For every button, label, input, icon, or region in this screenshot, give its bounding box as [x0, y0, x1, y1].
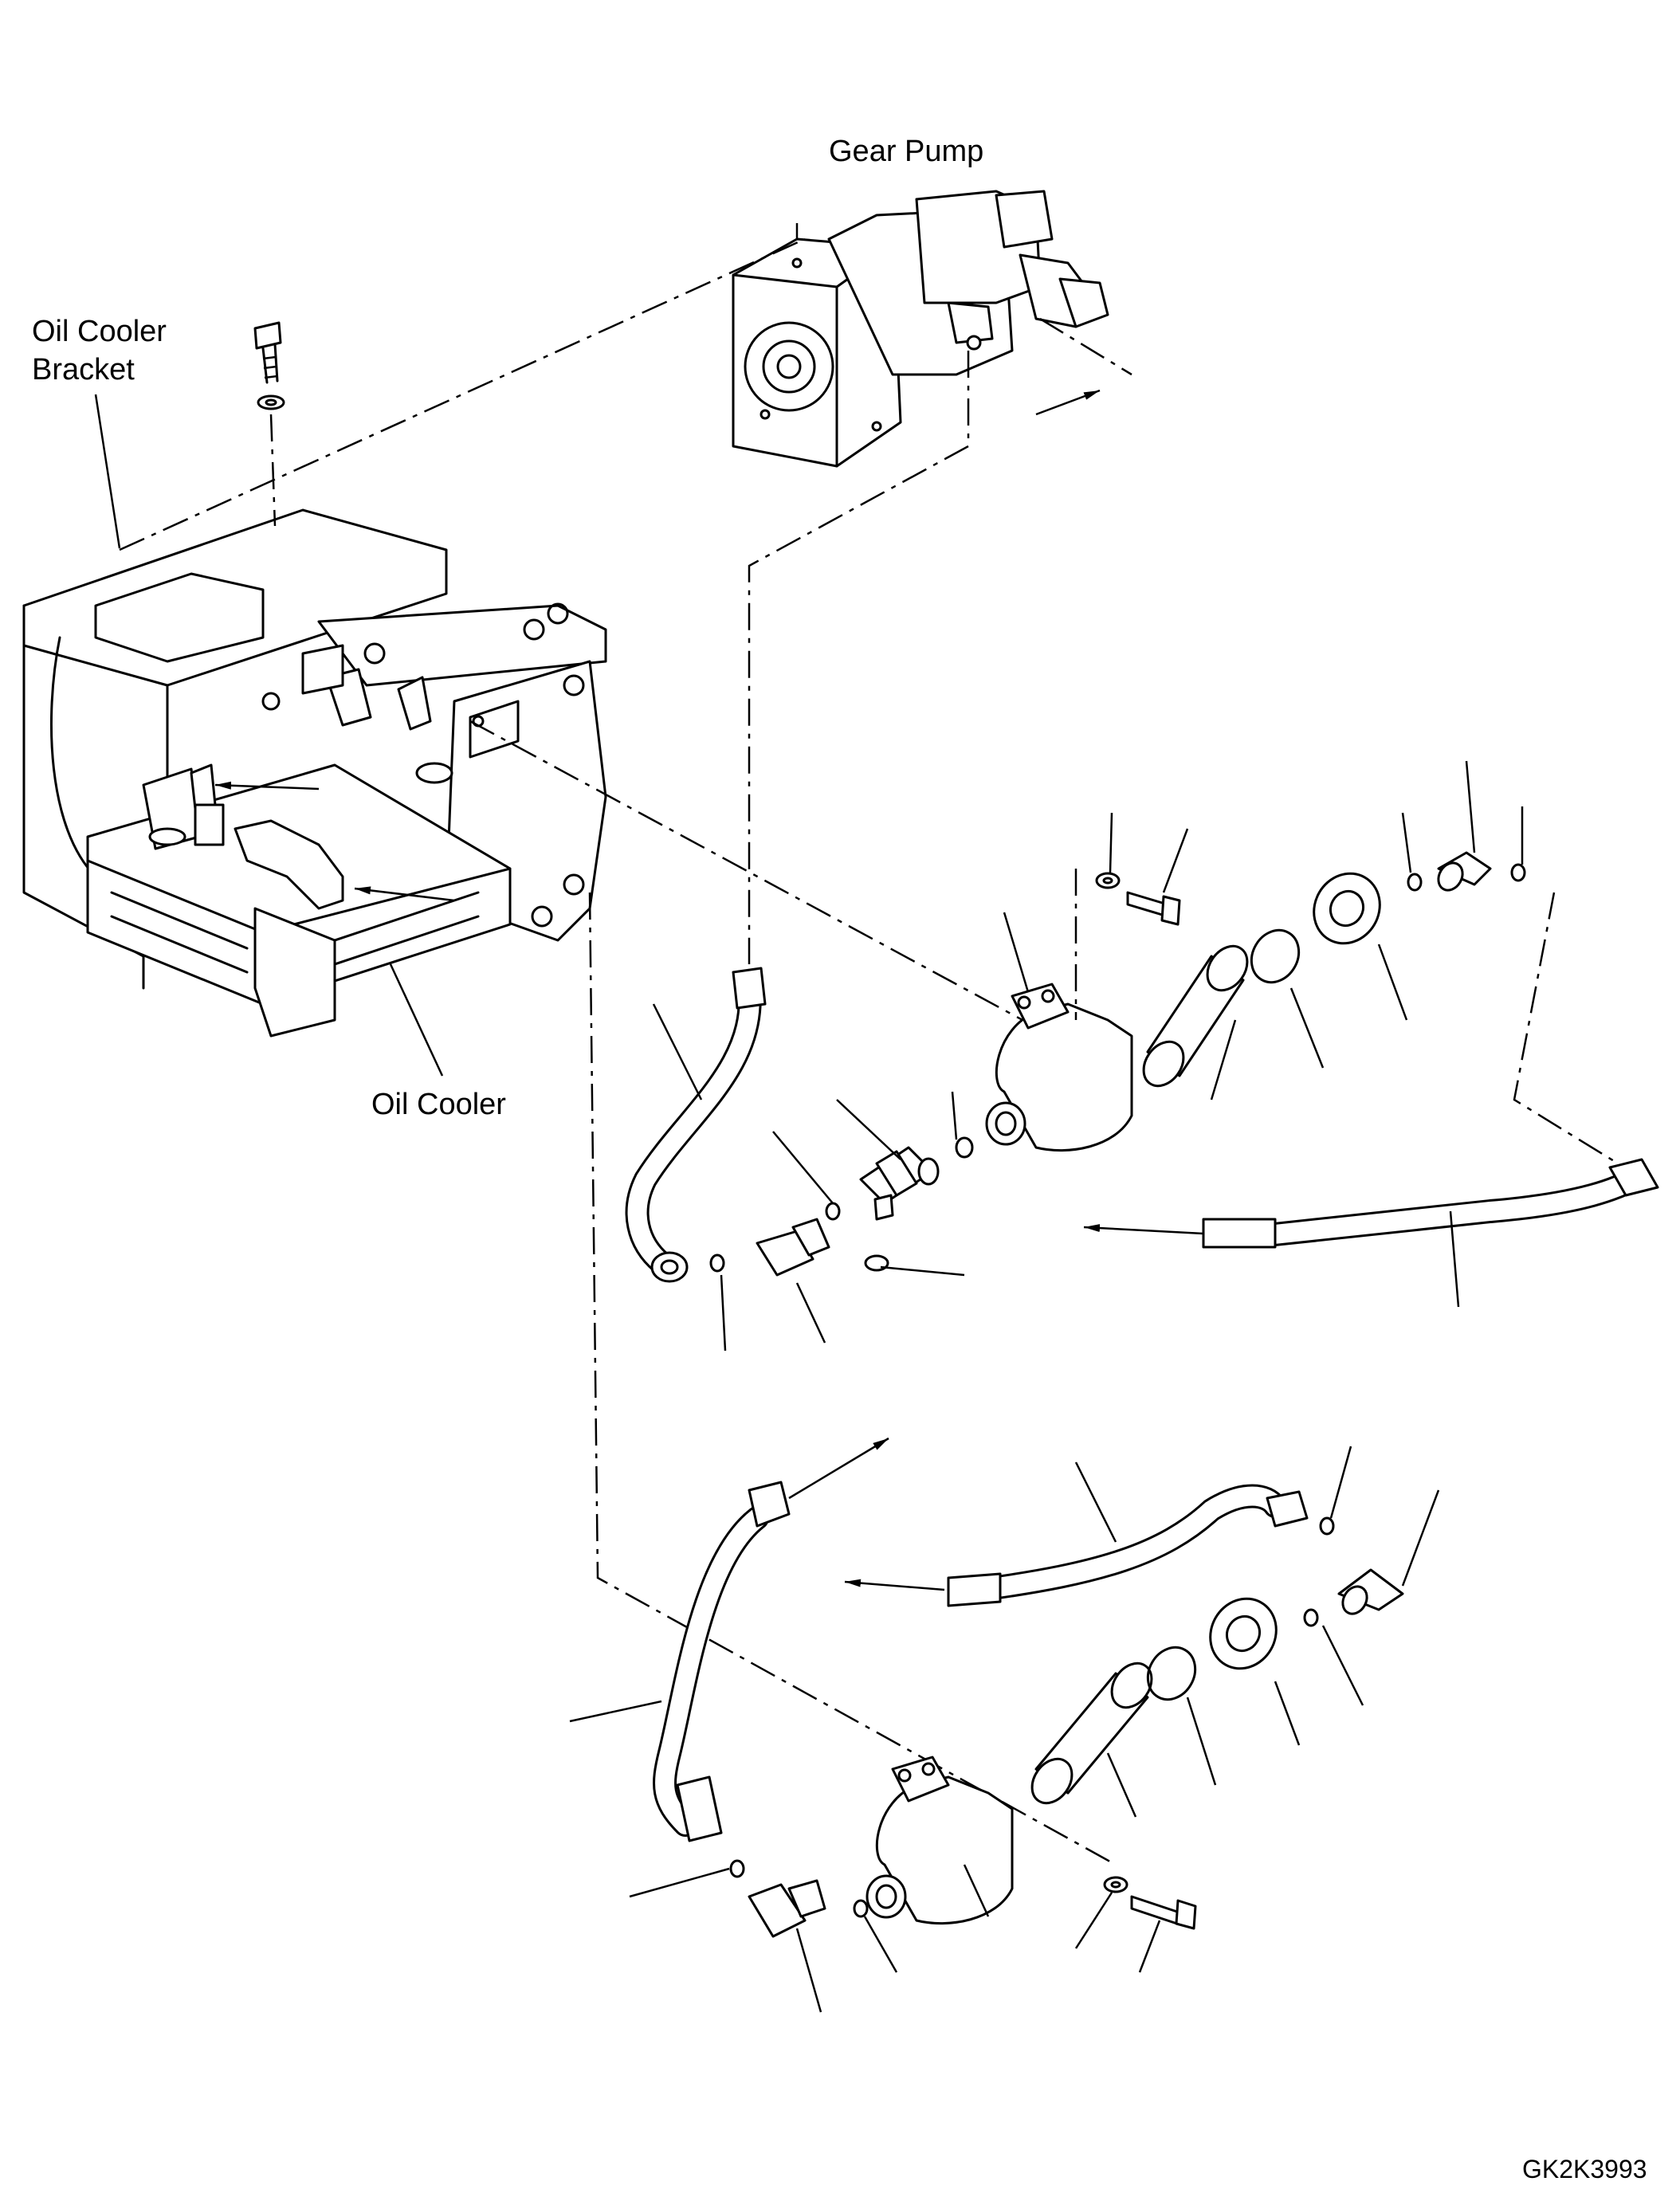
oil-cooler-bracket [22, 508, 607, 990]
upper-filter-assembly [625, 851, 1659, 1283]
bracket-bolt [253, 321, 285, 527]
gear-pump [732, 190, 1109, 468]
arrow-to-pump [1035, 389, 1101, 416]
arrow-lower-supply [788, 1437, 889, 1500]
lower-filter-assembly [653, 1481, 1404, 1938]
leader-lines [94, 394, 1524, 2013]
arrow-lower-return [844, 1579, 945, 1591]
gear-pump-label: Gear Pump [829, 135, 984, 168]
oil-cooler-bracket-label: Oil Cooler Bracket [32, 315, 167, 386]
arrow-upper-return [1083, 1224, 1204, 1235]
figure-id: GK2K3993 [1522, 2155, 1647, 2183]
oil-cooler-label: Oil Cooler [371, 1088, 506, 1121]
arrow-cooler-outlet [354, 886, 455, 902]
oil-cooler-fittings [142, 642, 432, 910]
arrow-cooler-inlet [214, 781, 320, 791]
